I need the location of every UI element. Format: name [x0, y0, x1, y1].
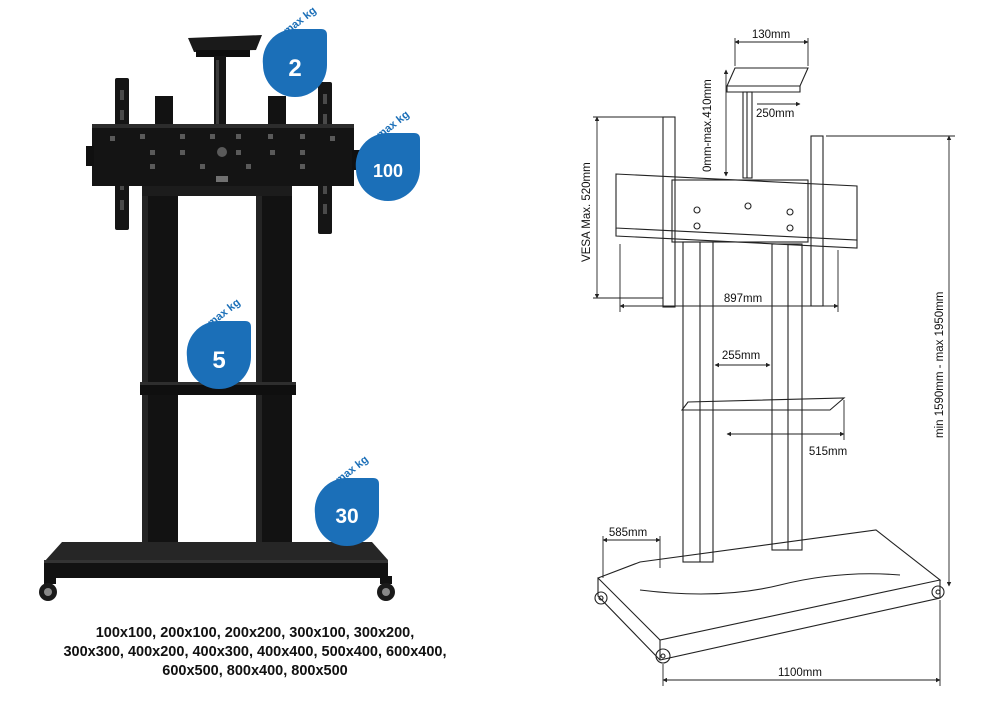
columns — [142, 186, 292, 548]
drawing-camera-shelf — [726, 67, 809, 179]
vesa-line: 300x300, 400x200, 400x300, 400x400, 500x… — [63, 644, 447, 660]
dim-base-width: 1100mm — [778, 667, 822, 679]
stand-photo: max kg 2 max kg 100 max kg 5 max kg 30 — [39, 5, 420, 601]
svg-text:100: 100 — [373, 161, 403, 181]
base — [44, 542, 388, 578]
dim-camera-depth: 250mm — [756, 108, 794, 120]
dimension-labels: 130mm 250mm 0mm-max.410mm VESA Max. 520m… — [581, 29, 946, 679]
wheels — [39, 576, 395, 601]
dim-mount-width: 897mm — [724, 293, 762, 305]
dim-camera-height: 0mm-max.410mm — [702, 79, 714, 172]
dim-pole-gap: 255mm — [722, 350, 760, 362]
mounting-plate — [86, 124, 360, 186]
svg-text:30: 30 — [335, 505, 358, 528]
camera-shelf — [188, 35, 262, 146]
drawing-mounting-plate — [615, 173, 858, 249]
dim-base-depth: 585mm — [609, 527, 647, 539]
vesa-compatibility-list: 100x100, 200x100, 200x200, 300x100, 300x… — [20, 624, 490, 681]
dim-camera-width: 130mm — [752, 29, 790, 41]
badge-shelf-load: max kg 5 — [186, 297, 252, 389]
drawing-shelf — [680, 397, 846, 411]
dimension-lines — [593, 38, 955, 686]
badge-mount-load: max kg 100 — [355, 109, 420, 201]
dim-vesa-max: VESA Max. 520mm — [581, 162, 593, 262]
badge-top-load: max kg 2 — [262, 5, 327, 97]
dim-total-height: min 1590mm - max 1950mm — [934, 292, 946, 438]
vesa-line: 100x100, 200x100, 200x200, 300x100, 300x… — [95, 625, 415, 641]
vesa-line: 600x500, 800x400, 800x500 — [162, 663, 348, 679]
badge-base-load: max kg 30 — [314, 454, 379, 546]
svg-text:5: 5 — [212, 347, 225, 374]
drawing-base — [597, 529, 942, 661]
svg-text:2: 2 — [288, 55, 301, 82]
technical-drawing — [594, 67, 945, 664]
dim-shelf-width: 515mm — [809, 446, 847, 458]
